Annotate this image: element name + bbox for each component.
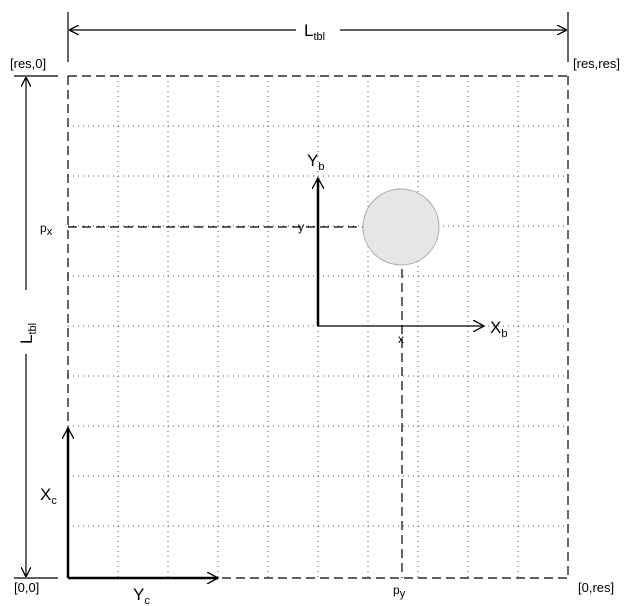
ball-x-axis-label: Xb: [490, 318, 507, 340]
corner-label-bottom-left: [0,0]: [14, 580, 39, 595]
ball: [362, 188, 440, 266]
camera-frame-axes: [68, 428, 218, 578]
ball-position-guides: [68, 226, 403, 578]
corner-label-top-right: [res,res]: [573, 56, 620, 71]
ball-y-axis-label: Yb: [307, 151, 324, 173]
corner-label-top-left: [res,0]: [10, 56, 46, 71]
camera-y-axis-label: Yc: [133, 585, 150, 606]
table-length-label-top: Ltbl: [304, 21, 325, 43]
point-y-label: y: [298, 220, 304, 234]
table-length-label-left: Ltbl: [17, 323, 39, 344]
point-x-label: x: [398, 332, 404, 346]
table-length-dimension-top: [67, 12, 569, 62]
py-label: py: [393, 583, 406, 600]
corner-label-bottom-right: [0,res]: [578, 580, 614, 595]
px-label: px: [40, 221, 53, 238]
camera-x-axis-label: Xc: [40, 485, 57, 507]
table-length-dimension-left: [14, 75, 58, 579]
